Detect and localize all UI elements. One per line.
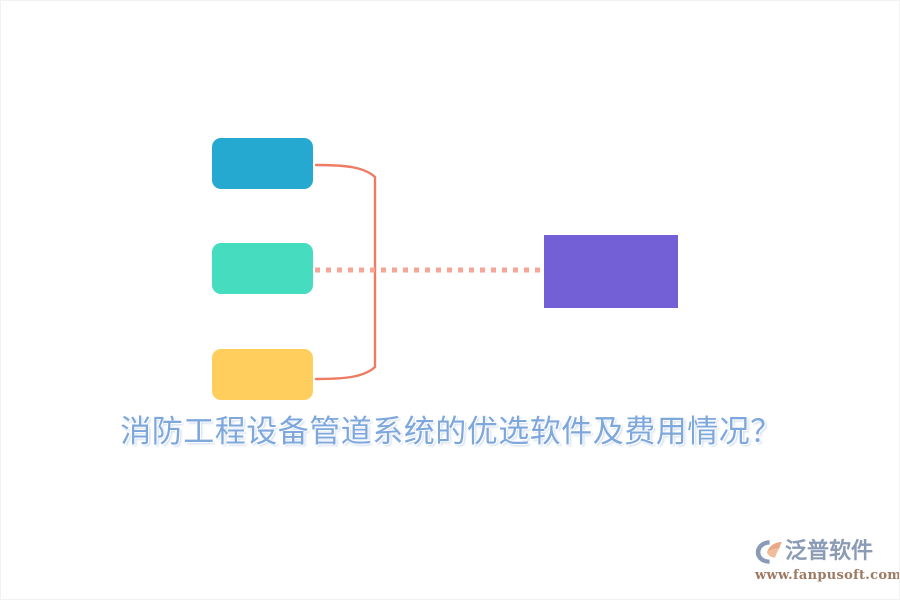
diagram-node-blue[interactable] [212, 138, 313, 189]
brand-url: www.fanpusoft.com [755, 568, 900, 583]
connector-bracket-path [314, 163, 377, 381]
brand-wordmark: 泛普软件 [785, 539, 874, 564]
brand-logo-row: 泛普软件 [755, 537, 885, 567]
fanpusoft-logo-icon [755, 540, 782, 564]
diagram-area [1, 1, 899, 421]
page-title: 消防工程设备管道系统的优选软件及费用情况？ [120, 414, 782, 450]
connector-layer [314, 163, 546, 381]
diagram-node-purple[interactable] [544, 235, 678, 308]
brand-watermark: 泛普软件 www.fanpusoft.com [755, 537, 900, 587]
diagram-node-yellow[interactable] [212, 349, 313, 400]
diagram-node-teal[interactable] [212, 243, 313, 294]
